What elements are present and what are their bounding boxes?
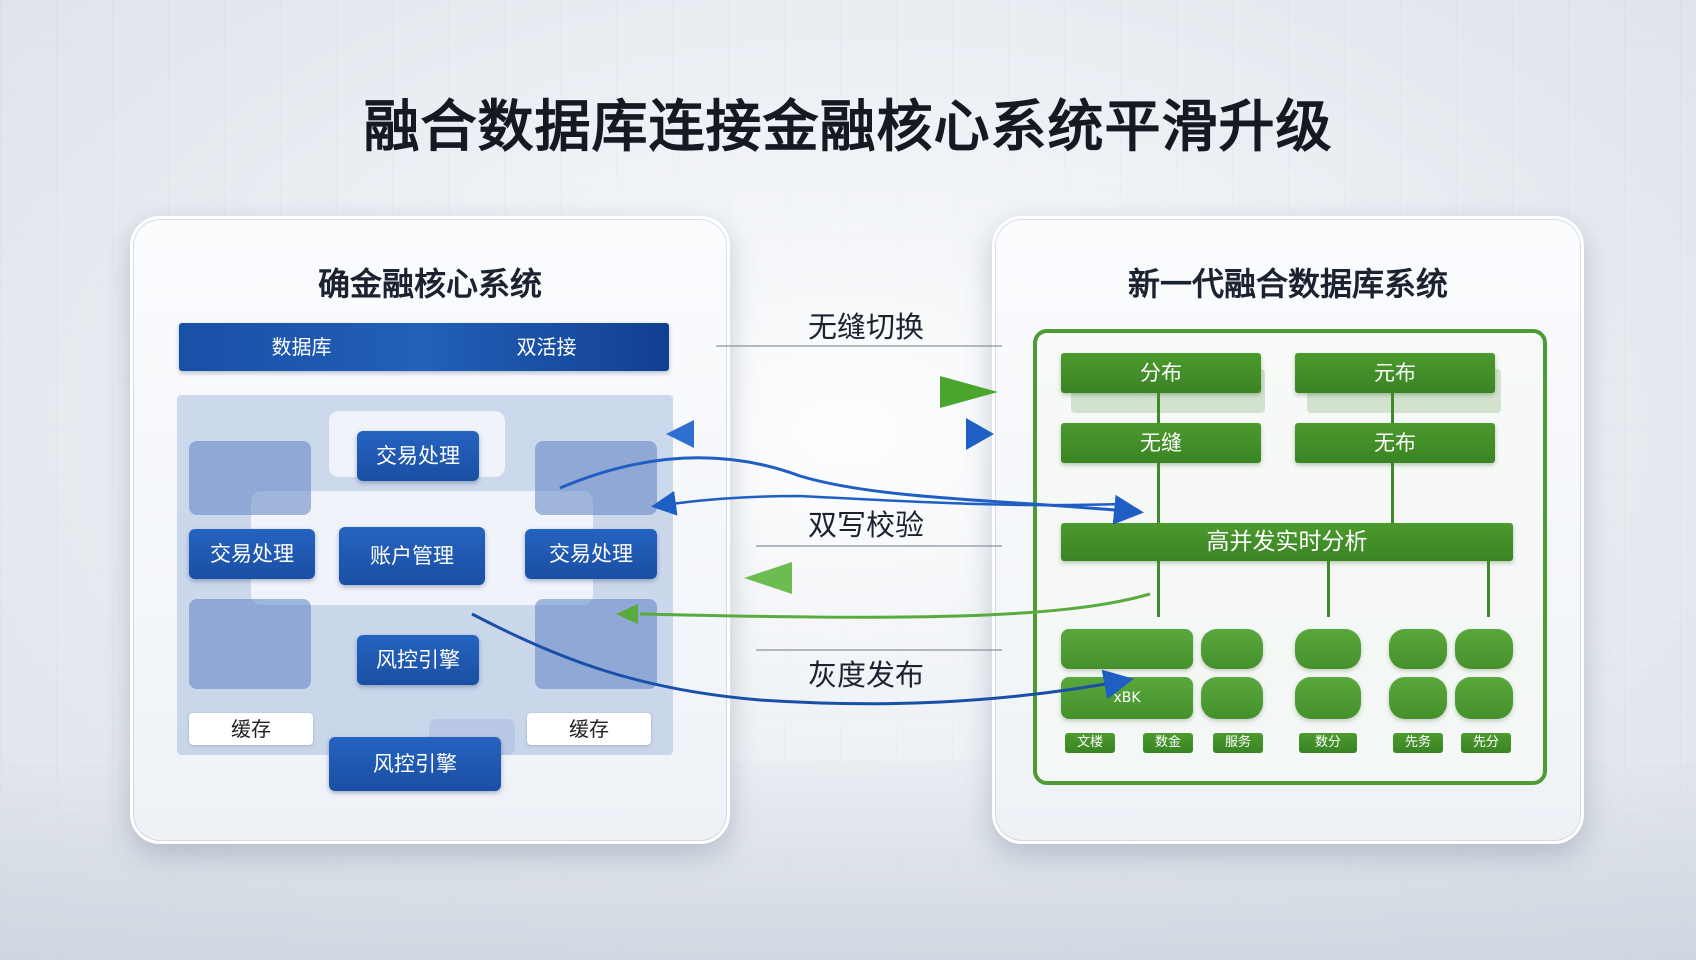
label-gray-release: 灰度发布 xyxy=(807,658,924,692)
storage-node-c4 xyxy=(1455,677,1513,719)
cache-label-right: 缓存 xyxy=(527,713,651,745)
legacy-header-bar: 数据库 双活接 xyxy=(179,323,669,371)
trade-processing-right: 交易处理 xyxy=(525,529,657,579)
legacy-panel-title: 确金融核心系统 xyxy=(317,265,542,303)
storage-tag-4: 数分 xyxy=(1299,733,1357,753)
arrow-green-curve-head xyxy=(616,604,638,624)
storage-tag-5: 先务 xyxy=(1393,733,1443,753)
legacy-core-panel: 确金融核心系统 数据库 双活接 交易处理 交易处理 账户管理 交易处理 风控引擎… xyxy=(130,216,730,844)
storage-node-c1 xyxy=(1389,629,1447,669)
storage-tag-2: 数金 xyxy=(1143,733,1193,753)
storage-node-c3 xyxy=(1389,677,1447,719)
storage-node-b2 xyxy=(1295,677,1361,719)
converged-db-frame: 分布 元布 无缝 无布 高并发实时分析 xBK 文楼 数金 服务 数分 先务 先… xyxy=(1033,329,1547,785)
header-left-label: 数据库 xyxy=(271,335,332,359)
label-dual-write-verify: 双写校验 xyxy=(807,508,924,542)
storage-node-c2 xyxy=(1455,629,1513,669)
ghost-block-tr xyxy=(535,441,657,515)
distributed-box-right: 元布 xyxy=(1295,353,1495,393)
distributed-box-left: 分布 xyxy=(1061,353,1261,393)
storage-tag-6: 先分 xyxy=(1461,733,1511,753)
connector-left-top xyxy=(1157,393,1160,423)
connector-down-1 xyxy=(1157,561,1160,617)
arrow-green-forward-head xyxy=(940,376,998,408)
storage-node-b1 xyxy=(1295,629,1361,669)
label-seamless-switch: 无缝切换 xyxy=(807,310,924,344)
cache-label-left: 缓存 xyxy=(189,713,313,745)
converged-db-panel: 新一代融合数据库系统 分布 元布 无缝 无布 高并发实时分析 xBK 文楼 数金… xyxy=(992,216,1584,844)
arrow-blue-curve-return xyxy=(651,490,1121,516)
page-title: 融合数据库连接金融核心系统平滑升级 xyxy=(363,95,1333,160)
converged-panel-title: 新一代融合数据库系统 xyxy=(1127,265,1448,303)
trade-processing-top: 交易处理 xyxy=(357,431,479,481)
connector-right-mid xyxy=(1391,463,1394,523)
header-right-label: 双活接 xyxy=(516,335,577,359)
seamless-box-left: 无缝 xyxy=(1061,423,1261,463)
arrow-blue-head-right xyxy=(966,418,994,450)
ghost-block-bl xyxy=(189,599,311,689)
connector-right-top xyxy=(1391,393,1394,423)
risk-engine-lower: 风控引擎 xyxy=(329,737,501,791)
storage-node-a1 xyxy=(1061,629,1193,669)
ghost-block-tl xyxy=(189,441,311,515)
storage-tag-3: 服务 xyxy=(1213,733,1263,753)
seamless-box-right: 无布 xyxy=(1295,423,1495,463)
arrow-green-curve xyxy=(639,592,1151,619)
risk-engine-upper: 风控引擎 xyxy=(357,635,479,685)
arrow-blue-head-left xyxy=(666,420,694,448)
storage-node-a2 xyxy=(1201,629,1263,669)
account-management: 账户管理 xyxy=(339,527,485,585)
trade-processing-left: 交易处理 xyxy=(189,529,315,579)
arrow-green-back-head xyxy=(744,562,792,594)
connector-down-3 xyxy=(1487,561,1490,617)
storage-tag-1: 文楼 xyxy=(1065,733,1115,753)
connector-left-mid xyxy=(1157,463,1160,523)
realtime-analytics-bar: 高并发实时分析 xyxy=(1061,523,1513,561)
arrow-blue-curve-lower xyxy=(471,612,1134,706)
connector-down-2 xyxy=(1327,561,1330,617)
storage-node-a4 xyxy=(1201,677,1263,719)
